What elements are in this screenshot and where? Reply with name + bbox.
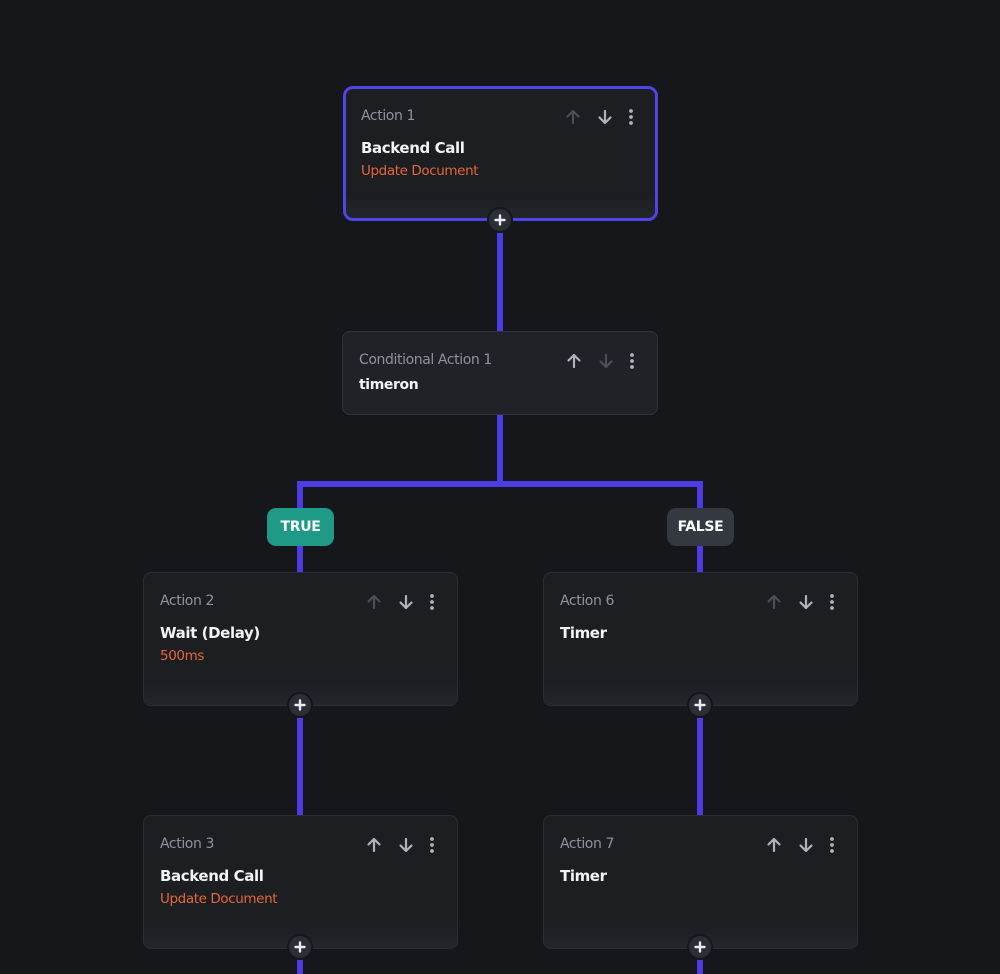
move-up-button[interactable] — [563, 350, 585, 372]
action-title: Timer — [560, 867, 607, 885]
action-label: Action 2 — [160, 593, 215, 609]
move-up-button[interactable] — [363, 834, 385, 856]
action-card-7[interactable]: Action 7 Timer — [543, 815, 858, 949]
arrow-up-icon — [365, 836, 383, 854]
true-branch-badge: TRUE — [267, 508, 334, 546]
plus-icon — [694, 696, 706, 715]
action-card-1[interactable]: Action 1 Backend Call Update Document — [343, 86, 658, 221]
action-label: Conditional Action 1 — [359, 352, 492, 368]
arrow-down-icon — [797, 593, 815, 611]
arrow-up-icon — [565, 352, 583, 370]
move-up-button[interactable] — [763, 591, 785, 613]
more-vertical-icon — [629, 352, 635, 370]
arrow-down-icon — [797, 836, 815, 854]
move-up-button[interactable] — [363, 591, 385, 613]
move-down-button[interactable] — [395, 591, 417, 613]
connector-line — [297, 958, 303, 974]
arrow-down-icon — [397, 593, 415, 611]
arrow-down-icon — [597, 352, 615, 370]
true-branch-label: TRUE — [280, 519, 321, 535]
action-subtitle: Update Document — [160, 891, 278, 907]
conditional-action-card[interactable]: Conditional Action 1 timeron — [342, 331, 658, 415]
connector-line — [497, 414, 503, 486]
plus-icon — [494, 211, 506, 230]
action-label: Action 6 — [560, 593, 615, 609]
action-menu-button[interactable] — [827, 834, 837, 856]
move-up-button[interactable] — [763, 834, 785, 856]
condition-title: timeron — [359, 377, 419, 393]
add-action-button[interactable] — [487, 207, 513, 233]
false-branch-label: FALSE — [677, 519, 724, 535]
false-branch-badge: FALSE — [667, 508, 734, 546]
action-title: Backend Call — [160, 867, 264, 885]
action-menu-button[interactable] — [627, 350, 637, 372]
action-card-6[interactable]: Action 6 Timer — [543, 572, 858, 706]
connector-line — [697, 958, 703, 974]
add-action-button[interactable] — [687, 934, 713, 960]
arrow-up-icon — [365, 593, 383, 611]
action-label: Action 1 — [361, 108, 416, 124]
action-menu-button[interactable] — [626, 106, 636, 128]
move-down-button[interactable] — [594, 106, 616, 128]
action-title: Wait (Delay) — [160, 624, 260, 642]
move-up-button[interactable] — [562, 106, 584, 128]
action-label: Action 3 — [160, 836, 215, 852]
action-menu-button[interactable] — [827, 591, 837, 613]
move-down-button[interactable] — [595, 350, 617, 372]
action-card-3[interactable]: Action 3 Backend Call Update Document — [143, 815, 458, 949]
action-card-2[interactable]: Action 2 Wait (Delay) 500ms — [143, 572, 458, 706]
connector-line — [497, 232, 503, 332]
arrow-up-icon — [765, 836, 783, 854]
action-subtitle: Update Document — [361, 163, 479, 179]
action-title: Backend Call — [361, 139, 465, 157]
plus-icon — [694, 938, 706, 957]
more-vertical-icon — [829, 836, 835, 854]
more-vertical-icon — [628, 108, 634, 126]
arrow-down-icon — [397, 836, 415, 854]
connector-line — [297, 716, 303, 816]
more-vertical-icon — [829, 593, 835, 611]
action-subtitle: 500ms — [160, 648, 204, 664]
action-title: Timer — [560, 624, 607, 642]
move-down-button[interactable] — [395, 834, 417, 856]
move-down-button[interactable] — [795, 834, 817, 856]
more-vertical-icon — [429, 593, 435, 611]
arrow-up-icon — [564, 108, 582, 126]
action-label: Action 7 — [560, 836, 615, 852]
more-vertical-icon — [429, 836, 435, 854]
plus-icon — [294, 938, 306, 957]
action-menu-button[interactable] — [427, 834, 437, 856]
connector-line — [297, 481, 703, 487]
plus-icon — [294, 696, 306, 715]
add-action-button[interactable] — [287, 934, 313, 960]
add-action-button[interactable] — [687, 692, 713, 718]
move-down-button[interactable] — [795, 591, 817, 613]
arrow-up-icon — [765, 593, 783, 611]
connector-line — [697, 716, 703, 816]
add-action-button[interactable] — [287, 692, 313, 718]
action-menu-button[interactable] — [427, 591, 437, 613]
arrow-down-icon — [596, 108, 614, 126]
